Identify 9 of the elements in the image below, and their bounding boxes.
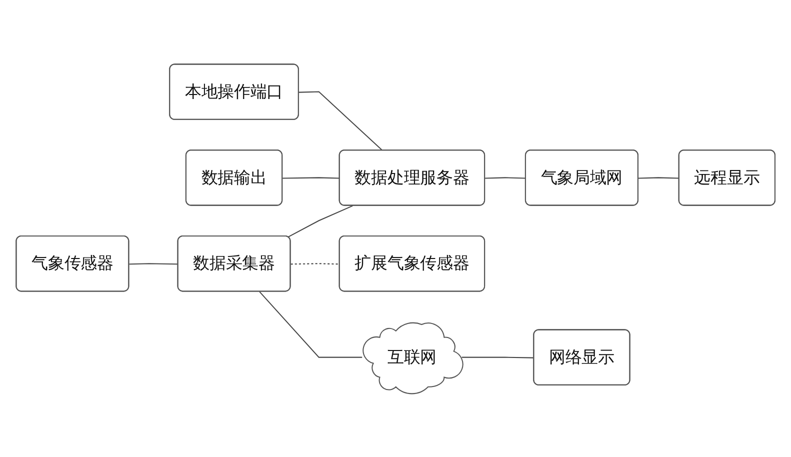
connector: [462, 356, 534, 358]
connector: [129, 262, 178, 264]
connector: [638, 176, 680, 178]
connector: [288, 204, 353, 238]
connector: [484, 176, 526, 178]
connector: [298, 90, 383, 151]
connector: [259, 290, 362, 358]
connector: [290, 262, 340, 264]
connector: [282, 176, 340, 178]
